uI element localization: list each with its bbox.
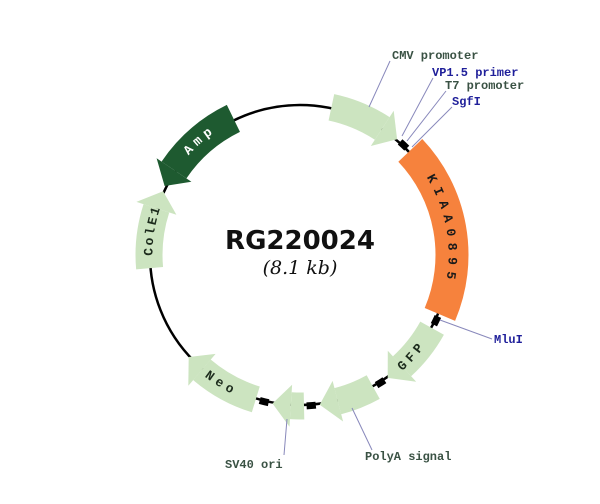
cole1-label: ColE1 — [141, 203, 164, 256]
tick-polya-sv40 — [306, 401, 317, 410]
leader-vp15-primer — [401, 77, 434, 137]
leader-cmv-promoter — [368, 60, 391, 108]
callout-cmv-promoter: CMV promoter — [392, 49, 478, 63]
tick-sv40-neo — [258, 397, 270, 407]
tick-cmv-insert — [397, 139, 410, 151]
segment-kiaa0895-insert — [398, 139, 469, 321]
cole1-arrowhead — [136, 191, 177, 215]
segment-neo — [188, 353, 261, 413]
callout-sgfi: SgfI — [452, 95, 481, 109]
leader-mlui — [439, 319, 493, 340]
gfp-arc — [392, 321, 444, 377]
plasmid-size: (8.1 kb) — [263, 257, 338, 279]
leader-t7-promoter — [406, 90, 447, 142]
segment-gfp — [387, 321, 444, 382]
polya-arrowhead — [319, 380, 344, 422]
leader-sv40-ori — [283, 418, 288, 456]
segment-sv40-ori — [272, 384, 305, 427]
segment-cmv-promoter — [328, 94, 398, 146]
polya-arc — [334, 375, 380, 415]
segment-polya-signal — [319, 375, 380, 422]
callout-polya-signal: PolyA signal — [365, 450, 451, 464]
leader-sgfi — [411, 106, 453, 148]
cole1-arc — [135, 204, 170, 270]
amp-arrowhead — [156, 158, 192, 186]
segment-cole1 — [135, 191, 177, 270]
segment-amp — [156, 104, 241, 186]
tick-insert-gfp — [430, 314, 442, 327]
leader-polya-signal — [351, 407, 373, 451]
neo-arrowhead — [188, 353, 216, 386]
callout-t7-promoter: T7 promoter — [445, 79, 524, 93]
cmv-promoter-arc — [328, 94, 390, 140]
cmv-promoter-arrowhead — [370, 110, 398, 146]
tick-gfp-polya — [374, 377, 387, 389]
amp-arc — [161, 104, 241, 179]
plasmid-name: RG220024 — [225, 226, 375, 256]
callout-sv40-ori: SV40 ori — [225, 458, 283, 472]
sv40-arrowhead — [272, 384, 293, 427]
gfp-arrowhead — [387, 350, 417, 382]
callout-mlui: MluI — [494, 333, 523, 347]
neo-arc — [193, 359, 261, 413]
callout-vp15-primer: VP1.5 primer — [432, 66, 518, 80]
